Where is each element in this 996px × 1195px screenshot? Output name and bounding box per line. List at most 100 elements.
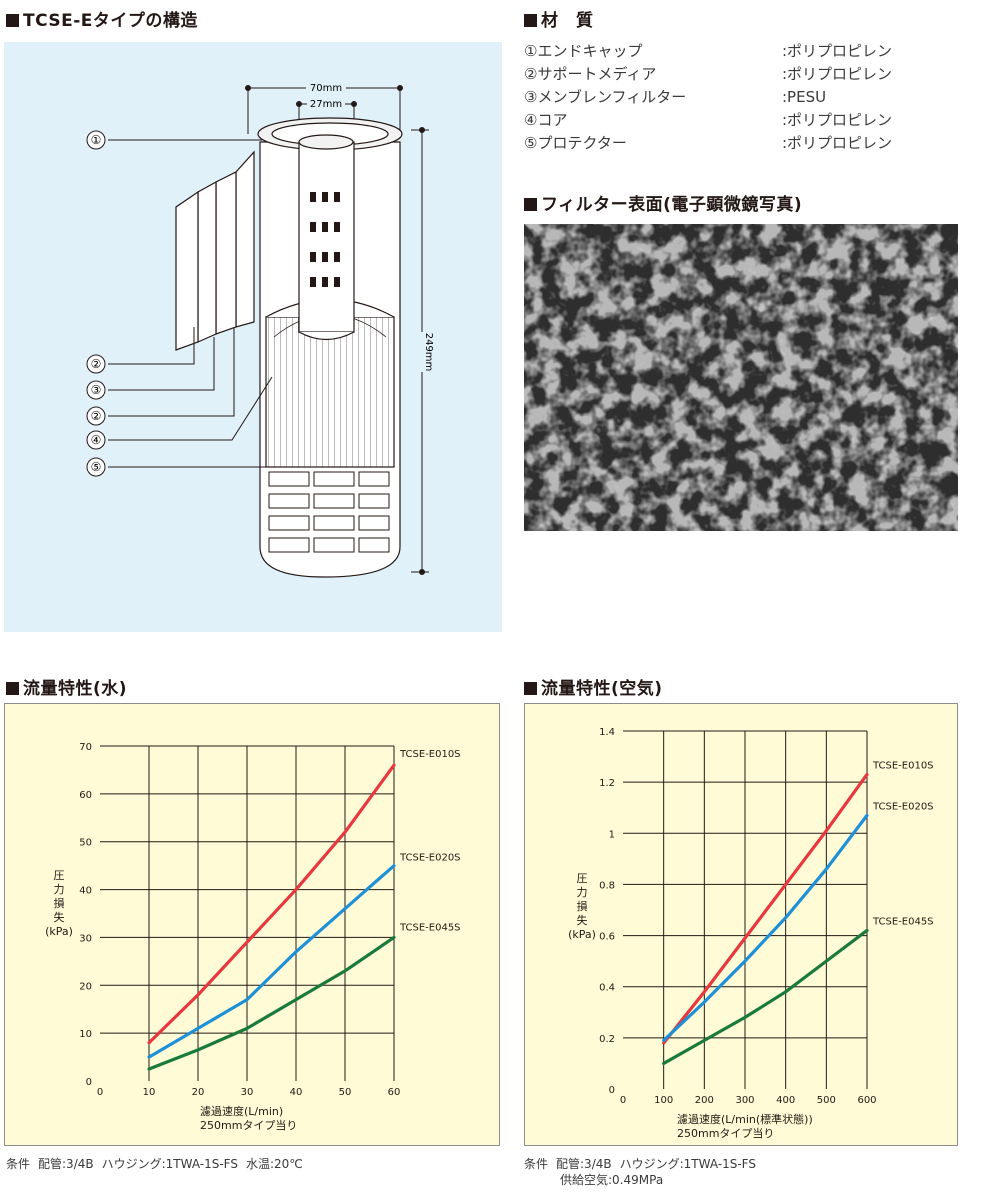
- y-axis-label: 損: [577, 899, 588, 913]
- x-axis-sublabel: 250mmタイプ当り: [677, 1126, 774, 1140]
- air-conditions: 条件配管:3/4B ハウジング:1TWA-1S-FS 供給空気:0.49MPa: [524, 1156, 764, 1188]
- x-tick-label: 30: [241, 1087, 254, 1098]
- y-tick-label: 20: [79, 981, 92, 992]
- x-tick-label: 600: [857, 1095, 876, 1106]
- x-tick-label: 10: [143, 1087, 156, 1098]
- series-label: TCSE-E045S: [872, 916, 934, 927]
- x-axis-label: 濾過速度(L/min): [200, 1104, 283, 1118]
- air-cond-piping: 配管:3/4B: [556, 1157, 612, 1171]
- material-row: ⑤プロテクター :ポリプロピレン: [524, 132, 924, 155]
- y-tick-label: 0.6: [599, 932, 615, 943]
- square-bullet-icon: [6, 14, 19, 27]
- series-label: TCSE-E010S: [399, 749, 461, 760]
- materials-heading: 材 質: [524, 6, 594, 31]
- series-line: [662, 813, 869, 1043]
- filter-cartridge-diagram: 70mm 27mm 249mm: [86, 80, 434, 578]
- material-part: ③メンブレンフィルター: [524, 88, 687, 106]
- series-line: [147, 763, 396, 1045]
- protector-ribs: [268, 471, 390, 553]
- sem-micrograph-image: [524, 224, 958, 531]
- x-tick-label: 100: [654, 1095, 673, 1106]
- y-tick-label: 0: [86, 1077, 92, 1088]
- x-tick-label: 0: [620, 1095, 626, 1106]
- material-part: ④コア: [524, 111, 568, 129]
- y-tick-label: 0.2: [599, 1034, 615, 1045]
- y-tick-label: 0: [609, 1085, 615, 1096]
- y-tick-label: 70: [79, 742, 92, 753]
- x-tick-label: 300: [735, 1095, 754, 1106]
- callout-3: ③: [91, 383, 102, 397]
- material-part: ①エンドキャップ: [524, 42, 643, 60]
- callout-5: ⑤: [91, 460, 102, 474]
- x-axis-label: 濾過速度(L/min(標準状態)): [677, 1112, 813, 1126]
- x-tick-label: 50: [339, 1087, 352, 1098]
- y-tick-label: 50: [79, 838, 92, 849]
- y-axis-label: 圧: [54, 869, 65, 882]
- material-row: ①エンドキャップ :ポリプロピレン: [524, 40, 924, 63]
- air-flow-heading: 流量特性(空気): [524, 674, 663, 699]
- dim-outer-label: 70mm: [310, 83, 342, 94]
- peeled-filter-layers: [175, 150, 255, 351]
- y-axis-label: 失: [577, 914, 588, 927]
- callout-4: ④: [91, 433, 102, 447]
- air-cond-label: 条件: [524, 1157, 549, 1171]
- series-line: [662, 772, 869, 1045]
- square-bullet-icon: [6, 682, 19, 695]
- material-value: :ポリプロピレン: [782, 134, 893, 152]
- series-label: TCSE-E020S: [399, 853, 461, 864]
- series-label: TCSE-E010S: [872, 760, 934, 771]
- structure-heading: TCSE-Eタイプの構造: [6, 6, 198, 31]
- water-cond-piping: 配管:3/4B: [38, 1157, 94, 1171]
- square-bullet-icon: [524, 682, 537, 695]
- y-tick-label: 10: [79, 1029, 92, 1040]
- material-value: :ポリプロピレン: [782, 65, 893, 83]
- material-part: ②サポートメディア: [524, 65, 657, 83]
- y-tick-label: 0.8: [599, 880, 615, 891]
- y-axis-label: (kPa): [45, 925, 73, 938]
- square-bullet-icon: [524, 198, 537, 211]
- material-part: ⑤プロテクター: [524, 134, 627, 152]
- callout-1: ①: [91, 133, 102, 147]
- x-axis-sublabel: 250mmタイプ当り: [200, 1118, 297, 1132]
- square-bullet-icon: [524, 14, 537, 27]
- y-axis-label: 失: [54, 911, 65, 924]
- y-tick-label: 1.4: [599, 727, 615, 738]
- material-value: :ポリプロピレン: [782, 111, 893, 129]
- sem-heading: フィルター表面(電子顕微鏡写真): [524, 190, 802, 215]
- x-tick-label: 400: [776, 1095, 795, 1106]
- y-tick-label: 1.2: [599, 778, 615, 789]
- callout-markers: ① ② ③ ② ④ ⑤: [86, 130, 106, 477]
- callout-lines: [108, 139, 273, 468]
- y-axis-label: 力: [577, 886, 588, 899]
- y-axis-label: 圧: [577, 872, 588, 885]
- callout-2b: ②: [91, 409, 102, 423]
- cartridge-body: [257, 117, 403, 578]
- series-label: TCSE-E045S: [399, 922, 461, 933]
- water-cond-housing: ハウジング:1TWA-1S-FS: [101, 1157, 238, 1171]
- x-tick-label: 40: [290, 1087, 303, 1098]
- core-holes: [310, 192, 340, 287]
- material-value: :ポリプロピレン: [782, 42, 893, 60]
- series-label: TCSE-E020S: [872, 801, 934, 812]
- materials-list: ①エンドキャップ :ポリプロピレン ②サポートメディア :ポリプロピレン ③メン…: [524, 40, 924, 155]
- series-line: [147, 864, 396, 1059]
- material-row: ②サポートメディア :ポリプロピレン: [524, 63, 924, 86]
- y-tick-label: 40: [79, 886, 92, 897]
- y-tick-label: 0.4: [599, 983, 615, 994]
- series-line: [147, 935, 396, 1071]
- x-tick-label: 0: [97, 1087, 103, 1098]
- material-row: ④コア :ポリプロピレン: [524, 109, 924, 132]
- dim-height-label: 249mm: [423, 333, 434, 372]
- water-flow-heading: 流量特性(水): [6, 674, 127, 699]
- air-cond-housing: ハウジング:1TWA-1S-FS: [619, 1157, 756, 1171]
- y-tick-label: 30: [79, 933, 92, 944]
- x-tick-label: 60: [388, 1087, 401, 1098]
- air-cond-supply: 供給空気:0.49MPa: [560, 1173, 664, 1187]
- y-tick-label: 1: [609, 829, 615, 840]
- series-line: [662, 928, 869, 1066]
- material-row: ③メンブレンフィルター :PESU: [524, 86, 924, 109]
- x-tick-label: 200: [695, 1095, 714, 1106]
